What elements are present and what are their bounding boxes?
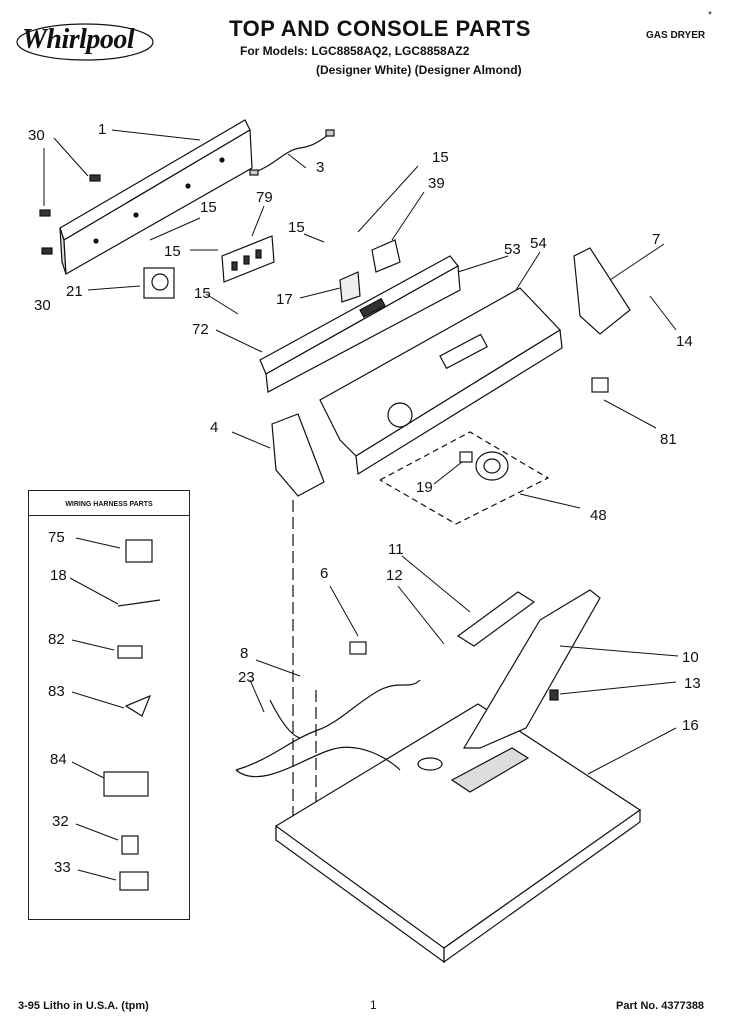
logo-oval	[16, 23, 154, 61]
callout-30-bottom: 30	[34, 297, 51, 314]
callout-16: 16	[682, 717, 699, 734]
callout-15-e: 15	[194, 285, 211, 302]
callout-84: 84	[50, 751, 67, 768]
page-number: 1	[370, 998, 377, 1012]
callout-75: 75	[48, 529, 65, 546]
callout-15-a: 15	[432, 149, 449, 166]
callout-81: 81	[660, 431, 677, 448]
corner-mark: *	[708, 10, 712, 21]
callout-39: 39	[428, 175, 445, 192]
callout-79: 79	[256, 189, 273, 206]
callout-7: 7	[652, 231, 661, 248]
wiring-harness-title: WIRING HARNESS PARTS	[65, 501, 153, 508]
callout-19: 19	[416, 479, 433, 496]
page-title: TOP AND CONSOLE PARTS	[229, 16, 531, 41]
part-32-plug	[121, 835, 139, 855]
callout-32: 32	[52, 813, 69, 830]
callout-17: 17	[276, 291, 293, 308]
whirlpool-logo: Whirlpool	[22, 24, 135, 55]
part-82-connector	[117, 645, 143, 659]
variants-line: (Designer White) (Designer Almond)	[316, 63, 522, 77]
callout-21: 21	[66, 283, 83, 300]
callout-14: 14	[676, 333, 693, 350]
callout-3: 3	[316, 159, 325, 176]
wiring-harness-rule	[29, 515, 189, 516]
callout-15-c: 15	[164, 243, 181, 260]
callout-48: 48	[590, 507, 607, 524]
product-label: GAS DRYER	[646, 30, 706, 41]
callout-23: 23	[238, 669, 255, 686]
callout-33: 33	[54, 859, 71, 876]
callout-10: 10	[682, 649, 699, 666]
part-33-plug	[119, 871, 149, 891]
callout-1: 1	[98, 121, 107, 138]
callout-4: 4	[210, 419, 219, 436]
part-75-connector	[125, 539, 153, 563]
callout-15-d: 15	[288, 219, 305, 236]
litho-note: 3-95 Litho in U.S.A. (tpm)	[18, 1000, 149, 1012]
callout-18: 18	[50, 567, 67, 584]
part-83-clip	[124, 694, 152, 717]
part-18-terminal	[117, 599, 161, 607]
part-84-block	[103, 771, 149, 797]
callout-15-b: 15	[200, 199, 217, 216]
part-number: Part No. 4377388	[616, 1000, 705, 1012]
callout-6: 6	[320, 565, 329, 582]
wiring-harness-box: WIRING HARNESS PARTS	[28, 490, 190, 920]
callout-8: 8	[240, 645, 249, 662]
callout-72: 72	[192, 321, 209, 338]
callout-30-top: 30	[28, 127, 45, 144]
callout-13: 13	[684, 675, 701, 692]
callout-54: 54	[530, 235, 547, 252]
callout-83: 83	[48, 683, 65, 700]
models-line: For Models: LGC8858AQ2, LGC8858AZ2	[240, 44, 470, 58]
callout-12: 12	[386, 567, 403, 584]
callout-53: 53	[504, 241, 521, 258]
callout-11: 11	[388, 541, 404, 558]
callout-82: 82	[48, 631, 65, 648]
